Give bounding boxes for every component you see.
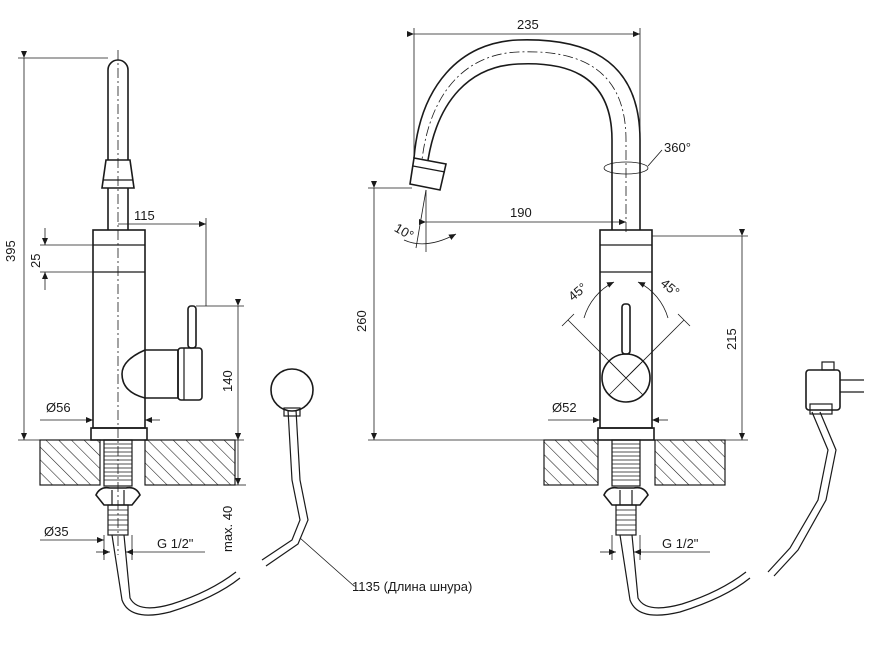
dim-260: 260 xyxy=(354,310,369,332)
countertop-left-2 xyxy=(543,439,599,486)
dim-360: 360° xyxy=(664,140,691,155)
countertop-left xyxy=(39,439,101,486)
aerator-2 xyxy=(409,157,447,191)
countertop-right-2 xyxy=(654,439,726,486)
handle-lever xyxy=(187,305,197,349)
supply-hose xyxy=(111,534,241,616)
dim-g12-right: G 1/2" xyxy=(662,536,699,551)
handle-bulge xyxy=(121,349,146,399)
dim-395: 395 xyxy=(3,240,18,262)
left-view: 395 115 25 140 Ø56 max. 40 Ø35 G 1/2" xyxy=(3,50,472,616)
handle-cap xyxy=(177,347,203,401)
threaded-shank xyxy=(95,439,141,536)
rotation-marker xyxy=(603,161,649,175)
dim-25: 25 xyxy=(28,254,43,268)
handle-lever-2 xyxy=(621,303,631,355)
power-plug xyxy=(805,361,864,415)
dim-max40: max. 40 xyxy=(220,506,235,552)
faucet-body xyxy=(92,229,146,429)
body-base xyxy=(90,427,148,441)
dim-190: 190 xyxy=(510,205,532,220)
spout-centerline xyxy=(421,51,627,232)
threaded-shank-2 xyxy=(603,439,649,536)
dim-235: 235 xyxy=(517,17,539,32)
faucet-body-2 xyxy=(599,229,653,429)
dim-115: 115 xyxy=(134,208,155,223)
supply-hose-2 xyxy=(619,534,751,616)
cord-length-note: 1135 (Длина шнура) xyxy=(352,579,472,594)
dim-140: 140 xyxy=(220,370,235,392)
gooseneck-inner xyxy=(413,39,641,230)
handle-housing xyxy=(145,349,179,399)
plug-cord xyxy=(767,411,829,573)
aerator xyxy=(101,159,135,189)
dim-215: 215 xyxy=(724,328,739,350)
dim-45-right: 45° xyxy=(658,275,683,299)
body-base-2 xyxy=(597,427,655,441)
right-view: 360° 45° 45° xyxy=(354,17,864,616)
dim-g12-left: G 1/2" xyxy=(157,536,194,551)
gooseneck-outer xyxy=(427,62,613,230)
neck xyxy=(107,188,129,230)
dim-d52: Ø52 xyxy=(552,400,577,415)
dim-d56: Ø56 xyxy=(46,400,71,415)
cord xyxy=(261,409,301,561)
dim-10: 10° xyxy=(392,220,417,243)
countertop-right xyxy=(144,439,236,486)
dim-45-left: 45° xyxy=(565,280,590,304)
dim-d35: Ø35 xyxy=(44,524,69,539)
cord-connector xyxy=(270,368,314,412)
